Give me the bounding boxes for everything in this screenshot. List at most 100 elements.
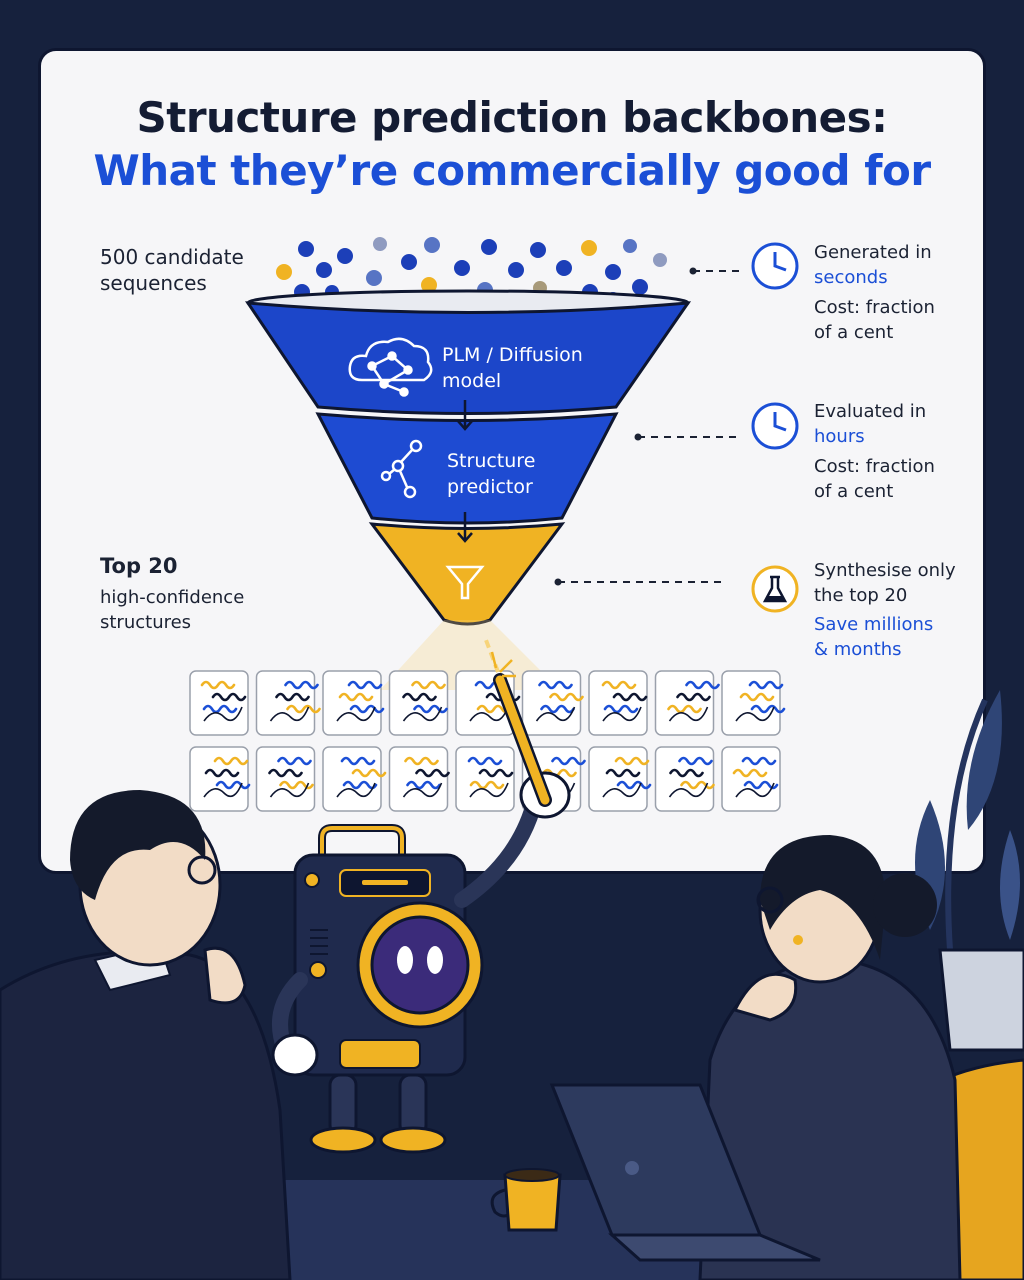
protein-ribbon [204,768,240,778]
funnel-stage-1 [245,301,692,415]
protein-ribbon [542,768,577,778]
protein-ribbon [404,756,439,766]
protein-loop [402,706,443,722]
structure-tile [588,670,648,736]
protein-loop [336,706,376,722]
input-count: 500 candidate [100,245,244,269]
annotation-3-line1: Synthesise only [814,560,956,581]
structure-tile [521,670,584,736]
annotation-3-line2: the top 20 [814,585,908,606]
stage-2-label-line2: predictor [447,476,533,498]
protein-loop [269,706,310,722]
protein-ribbon [676,692,711,702]
protein-ribbon [411,680,446,690]
protein-ribbon [277,756,312,766]
protein-ribbon [605,768,641,778]
protein-ribbon [347,680,383,690]
protein-ribbon [275,692,310,702]
laptop [549,1083,821,1262]
input-label: 500 candidate sequences [100,244,244,296]
protein-ribbon [284,680,319,690]
structure-tile [654,670,720,736]
protein-ribbon [616,780,652,790]
protein-ribbon [413,704,448,714]
funnel-stage-3 [368,522,566,626]
stage-1-label: PLM / Diffusion model [442,342,583,394]
annotation-1-line1: Generated in [814,242,932,263]
structure-tile [322,670,385,736]
protein-ribbon [349,704,385,714]
protein-loop [668,782,709,798]
protein-ribbon [680,780,715,790]
man-observer [0,790,292,1280]
protein-ribbon [741,756,777,766]
protein-ribbon [667,704,702,714]
protein-loop [402,782,443,798]
coffee-mug [490,1168,562,1232]
potted-plant [915,690,1024,1052]
woman-observer [698,835,962,1280]
stage-1-label-line2: model [442,370,502,392]
structure-tile [255,746,316,812]
annotation-3-highlight-line2: & months [814,639,902,660]
protein-loop [602,706,642,722]
protein-ribbon [286,704,321,714]
protein-ribbon [612,692,648,702]
protein-loop [469,706,509,722]
robot-presenter [271,771,571,1154]
protein-ribbon [415,768,450,778]
structure-tile [721,746,781,812]
annotation-1-cost-line1: Cost: fraction [814,297,935,318]
output-desc-line2: structures [100,612,192,633]
funnel-stage-2 [315,412,619,525]
structure-tile [588,746,652,812]
stage-arrows [457,400,473,543]
protein-ribbon [551,756,586,766]
protein-loop [336,782,376,798]
protein-ribbon [603,704,639,714]
protein-ribbon [750,704,786,714]
protein-loop [203,782,243,798]
annotation-3-highlight-line1: Save millions [814,614,934,635]
protein-ribbon [469,780,505,790]
clock-icon [751,242,799,290]
protein-loop [735,782,775,798]
annotation-evaluation: Evaluated in hours Cost: fraction of a c… [814,399,994,504]
structure-tile [721,670,786,736]
protein-ribbon [685,680,720,690]
annotation-2-cost-line1: Cost: fraction [814,456,935,477]
structure-tile-grid [189,670,786,812]
protein-ribbon [614,756,650,766]
structure-tile [189,670,249,736]
protein-loop [535,706,576,722]
protein-ribbon [268,768,303,778]
protein-ribbon [732,768,768,778]
protein-ribbon [678,756,713,766]
protein-loop [668,706,709,722]
annotation-leaders [558,270,740,583]
annotation-2-line1: Evaluated in [814,401,927,422]
protein-ribbon [202,704,238,714]
protein-ribbon [669,768,704,778]
protein-ribbon [748,680,784,690]
protein-loop [602,782,642,798]
clock-icon [751,402,799,450]
protein-ribbon [200,680,236,690]
protein-ribbon [402,692,437,702]
stage-1-label-line1: PLM / Diffusion [442,344,583,366]
annotation-2-cost-line2: of a cent [814,481,894,502]
protein-ribbon [406,780,441,790]
protein-ribbon [338,692,374,702]
structure-tile [455,746,515,812]
protein-loop [269,782,310,798]
protein-loop [203,706,243,722]
protein-ribbon [478,768,514,778]
input-unit: sequences [100,271,207,295]
structure-tile [654,746,715,812]
protein-loop [735,706,775,722]
output-count: Top 20 [100,554,178,578]
flask-icon [751,565,799,613]
protein-ribbon [549,692,584,702]
funnel-filter-icon [445,565,485,600]
